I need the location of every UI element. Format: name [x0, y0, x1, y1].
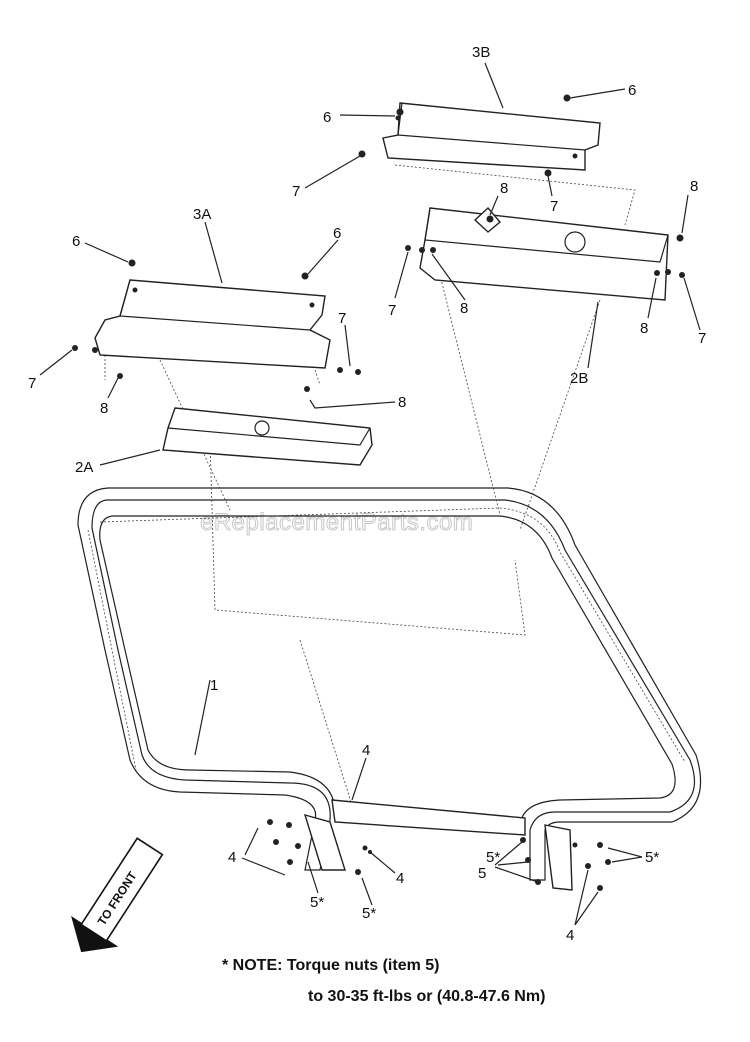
label-2a: 2A [75, 459, 93, 476]
torque-note-line2: to 30-35 ft-lbs or (40.8-47.6 Nm) [308, 988, 545, 1005]
mount-plate [267, 799, 611, 891]
label-4: 4 [228, 849, 236, 866]
label-6: 6 [333, 225, 341, 242]
torque-note-line1: * NOTE: Torque nuts (item 5) [222, 957, 439, 974]
watermark: eReplacementParts.com [200, 509, 473, 536]
label-8: 8 [100, 400, 108, 417]
label-7: 7 [292, 183, 300, 200]
bracket-3a [94, 279, 331, 369]
plate-2a [162, 407, 373, 466]
label-3a: 3A [193, 206, 211, 223]
frame-tube [77, 487, 702, 881]
to-front-arrow: TO FRONT [71, 837, 164, 953]
label-7: 7 [550, 198, 558, 215]
label-8: 8 [460, 300, 468, 317]
hardware-fasteners [72, 94, 685, 392]
label-8: 8 [690, 178, 698, 195]
label-5-star: 5* [486, 849, 500, 866]
label-8: 8 [500, 180, 508, 197]
leader-lines [39, 62, 701, 926]
label-7: 7 [338, 310, 346, 327]
label-3b: 3B [472, 44, 490, 61]
bracket-3b [382, 102, 601, 171]
label-2b: 2B [570, 370, 588, 387]
label-8: 8 [640, 320, 648, 337]
assembly-guides [104, 164, 636, 806]
label-8: 8 [398, 394, 406, 411]
label-5: 5 [478, 865, 486, 882]
part-labels: 3B 6 6 7 8 7 8 7 8 8 7 2B 3A 6 6 7 7 8 8… [28, 44, 706, 944]
label-7: 7 [698, 330, 706, 347]
label-5-star: 5* [362, 905, 376, 922]
label-4: 4 [362, 742, 370, 759]
label-4: 4 [396, 870, 404, 887]
label-6: 6 [628, 82, 636, 99]
plate-2b [419, 206, 669, 301]
label-1: 1 [210, 677, 218, 694]
label-6: 6 [323, 109, 331, 126]
label-7: 7 [388, 302, 396, 319]
label-4: 4 [566, 927, 574, 944]
label-7: 7 [28, 375, 36, 392]
label-6: 6 [72, 233, 80, 250]
label-5-star: 5* [310, 894, 324, 911]
label-5-star: 5* [645, 849, 659, 866]
